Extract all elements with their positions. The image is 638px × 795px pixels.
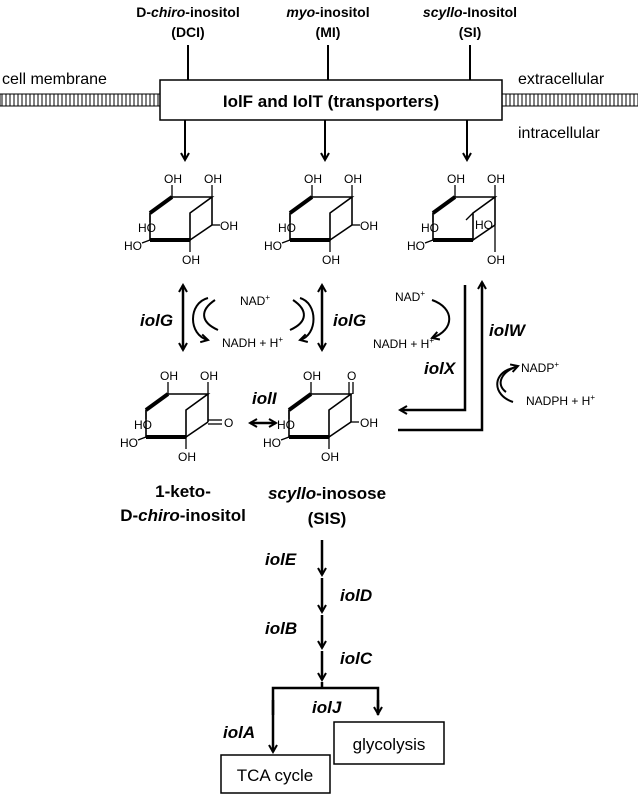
iolE-label: iolE xyxy=(265,550,297,569)
iolG-label-right: iolG xyxy=(333,311,366,330)
iolW-label: iolW xyxy=(489,321,527,340)
svg-text:OH: OH xyxy=(304,172,322,186)
membrane-left xyxy=(0,93,161,107)
mi-structure: OH OH HO OH HO OH xyxy=(264,172,378,267)
svg-text:OH: OH xyxy=(344,172,362,186)
svg-text:HO: HO xyxy=(475,218,493,232)
iolX-pathway xyxy=(400,285,467,410)
svg-text:HO: HO xyxy=(124,239,142,253)
si-label: scyllo-Inositol (SI) xyxy=(423,4,517,40)
svg-text:myo-inositol: myo-inositol xyxy=(286,4,369,20)
nad-label-center: NAD+ xyxy=(240,293,270,308)
iolJ-label: iolJ xyxy=(312,698,342,717)
cell-membrane-label: cell membrane xyxy=(2,71,107,88)
svg-text:OH: OH xyxy=(182,253,200,267)
svg-text:scyllo-Inositol: scyllo-Inositol xyxy=(423,4,517,20)
dci-abbr: (DCI) xyxy=(171,24,204,40)
kdci-structure: OH OH HO O HO OH xyxy=(120,369,233,464)
svg-text:O: O xyxy=(347,369,356,383)
iolA-label: iolA xyxy=(223,723,255,742)
svg-text:HO: HO xyxy=(278,221,296,235)
iolW-pathway xyxy=(398,282,518,432)
glycolysis-label: glycolysis xyxy=(353,735,426,754)
iolG-dci-reaction xyxy=(183,285,219,350)
intracellular-label: intracellular xyxy=(518,125,600,142)
svg-text:OH: OH xyxy=(322,253,340,267)
svg-text:OH: OH xyxy=(200,369,218,383)
membrane-right xyxy=(501,93,638,107)
svg-text:OH: OH xyxy=(487,253,505,267)
nadph-label: NADPH + H+ xyxy=(526,393,595,408)
svg-text:HO: HO xyxy=(264,239,282,253)
dci-label: D-chiro-inositol (DCI) xyxy=(136,4,239,40)
svg-text:OH: OH xyxy=(321,450,339,464)
svg-text:D-chiro-inositol: D-chiro-inositol xyxy=(120,506,246,525)
iolD-label: iolD xyxy=(340,586,372,605)
iolI-label: iolI xyxy=(252,389,278,408)
svg-text:OH: OH xyxy=(447,172,465,186)
svg-text:HO: HO xyxy=(421,221,439,235)
svg-text:1-keto-: 1-keto- xyxy=(155,482,211,501)
mi-label: myo-inositol (MI) xyxy=(286,4,369,40)
dci-structure: OH OH HO OH HO OH xyxy=(124,172,238,267)
svg-text:OH: OH xyxy=(178,450,196,464)
iolG-mi-reaction xyxy=(289,285,322,350)
svg-text:scyllo-inosose: scyllo-inosose xyxy=(268,484,386,503)
svg-text:OH: OH xyxy=(303,369,321,383)
tca-label: TCA cycle xyxy=(237,766,314,785)
svg-text:OH: OH xyxy=(204,172,222,186)
svg-text:HO: HO xyxy=(277,418,295,432)
sis-name: scyllo-inosose (SIS) xyxy=(268,484,386,528)
iolC-label: iolC xyxy=(340,649,373,668)
nadh-label-right: NADH + H+ xyxy=(373,336,434,351)
nadh-label-center: NADH + H+ xyxy=(222,335,283,350)
svg-text:HO: HO xyxy=(263,436,281,450)
svg-text:OH: OH xyxy=(360,219,378,233)
svg-text:HO: HO xyxy=(407,239,425,253)
si-abbr: (SI) xyxy=(459,24,482,40)
transporter-label: IolF and IolT (transporters) xyxy=(223,92,439,111)
si-structure: OH OH HO HO HO OH xyxy=(407,172,505,267)
svg-text:OH: OH xyxy=(220,219,238,233)
mi-abbr: (MI) xyxy=(316,24,341,40)
glycolysis-box xyxy=(333,721,445,765)
svg-text:OH: OH xyxy=(487,172,505,186)
extracellular-label: extracellular xyxy=(518,71,605,88)
svg-text:OH: OH xyxy=(360,416,378,430)
iolG-label-left: iolG xyxy=(140,311,173,330)
iolB-label: iolB xyxy=(265,619,297,638)
svg-text:O: O xyxy=(224,416,233,430)
svg-text:HO: HO xyxy=(138,221,156,235)
nadp-label: NADP+ xyxy=(521,360,559,375)
transporter-box xyxy=(159,79,503,121)
svg-text:OH: OH xyxy=(160,369,178,383)
svg-text:HO: HO xyxy=(134,418,152,432)
sis-structure: OH O HO OH HO OH xyxy=(263,369,378,464)
kdci-name: 1-keto- D-chiro-inositol xyxy=(120,482,246,525)
svg-text:(SIS): (SIS) xyxy=(308,509,347,528)
tca-box xyxy=(220,754,331,794)
svg-text:HO: HO xyxy=(120,436,138,450)
svg-text:D-chiro-inositol: D-chiro-inositol xyxy=(136,4,239,20)
iolX-label: iolX xyxy=(424,359,457,378)
svg-text:OH: OH xyxy=(164,172,182,186)
nad-label-right: NAD+ xyxy=(395,289,425,304)
